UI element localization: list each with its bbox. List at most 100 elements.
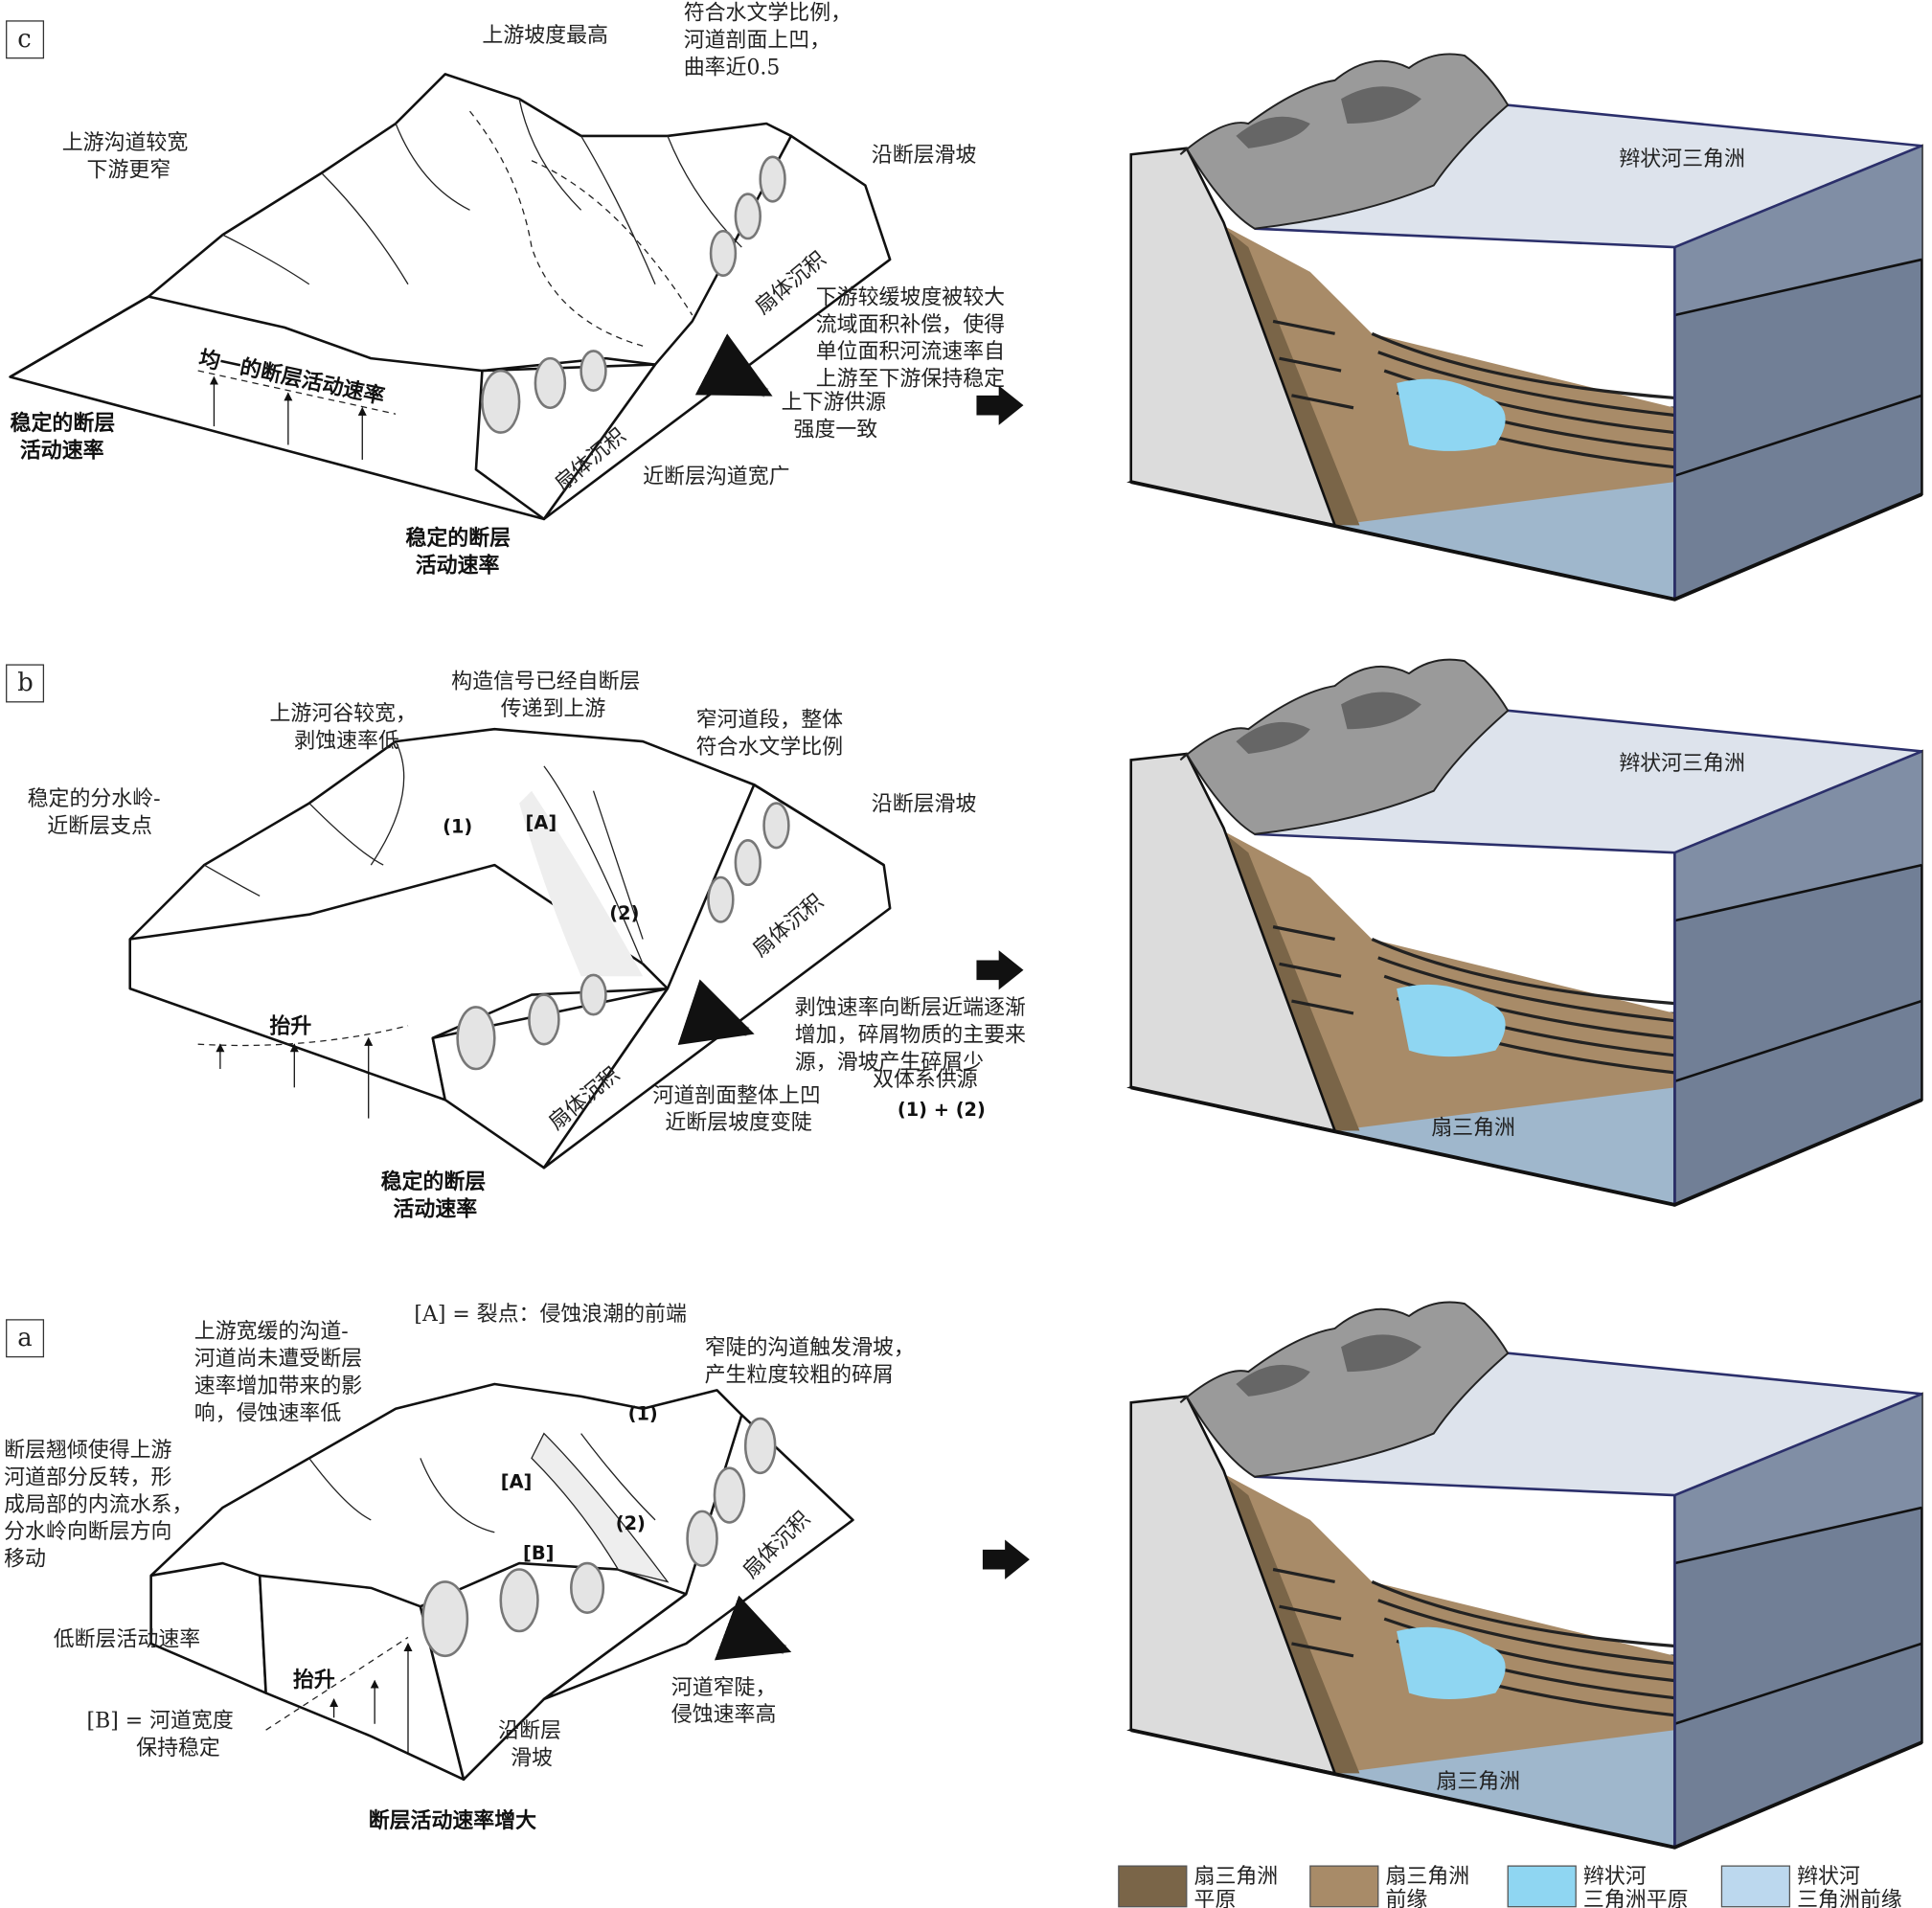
annotation-hydro-1: 符合水文学比例， xyxy=(684,2,852,26)
legend-label: 扇三角洲 xyxy=(1386,1865,1470,1889)
annotation-upstream-1: 上游宽缓的沟道- xyxy=(194,1320,349,1344)
panel-label-box xyxy=(6,1319,45,1358)
annotation-channel-steep-2: 侵蚀速率高 xyxy=(671,1703,777,1727)
annotation-low-rate: 低断层活动速率 xyxy=(54,1627,200,1651)
delta-block-c xyxy=(1128,52,1924,602)
annotation-fault-slide-2: 滑坡 xyxy=(511,1746,553,1770)
annotation-compensation-2: 流域面积补偿，使得 xyxy=(816,313,1005,337)
annotation-dual-2: (1) + (2) xyxy=(898,1099,986,1121)
panel-c: c 上游坡度最高 符合水文学比例， 河道剖面上凹， 曲率近0.5 上游沟道较宽 … xyxy=(6,2,1924,602)
panel-a: a [A] = 裂点：侵蚀浪潮的前端 上游宽缓的沟道- 河道尚未遭受断层 速率增… xyxy=(4,1300,1924,1850)
annotation-hydro-2: 河道剖面上凹， xyxy=(684,29,830,53)
annotation-stable-rate-2: 活动速率 xyxy=(394,1197,478,1222)
legend-label: 三角洲平原 xyxy=(1583,1889,1689,1908)
annotation-divide-2: 近断层支点 xyxy=(47,815,152,839)
annotation-b-def-2: 保持稳定 xyxy=(136,1737,220,1760)
legend-swatch xyxy=(1720,1865,1791,1908)
annotation-tilt-1: 断层翘倾使得上游 xyxy=(4,1439,171,1463)
annotation-stable-rate-left-2: 活动速率 xyxy=(20,438,104,463)
annotation-rate-increase: 断层活动速率增大 xyxy=(369,1808,536,1833)
annotation-steep-2: 产生粒度较粗的碎屑 xyxy=(705,1363,894,1387)
annotation-hydro-3: 曲率近0.5 xyxy=(684,56,781,80)
annotation-steep-1: 窄陡的沟道触发滑坡， xyxy=(705,1336,915,1360)
block-label-fan-delta: 扇三角洲 xyxy=(1431,1116,1515,1140)
legend-label: 平原 xyxy=(1194,1889,1237,1908)
annotation-uplift: 抬升 xyxy=(293,1668,335,1692)
panel-label-box xyxy=(6,20,45,59)
annotation-uplift: 抬升 xyxy=(269,1014,311,1039)
annotation-knickpoint: [A] = 裂点：侵蚀浪潮的前端 xyxy=(414,1303,686,1327)
marker-B: [B] xyxy=(523,1542,554,1564)
legend-label: 三角洲前缘 xyxy=(1797,1889,1902,1908)
marker-1: (1) xyxy=(443,816,472,838)
landscape-block-diagram-c xyxy=(9,73,892,521)
legend-swatch xyxy=(1118,1865,1188,1908)
legend-label: 前缘 xyxy=(1386,1889,1428,1908)
annotation-erosion-2: 增加，碎屑物质的主要来 xyxy=(795,1024,1026,1048)
panel-label: b xyxy=(17,669,34,697)
annotation-upstream-slope: 上游坡度最高 xyxy=(482,24,608,48)
arrow-right-icon xyxy=(982,1539,1030,1579)
annotation-compensation-4: 上游至下游保持稳定 xyxy=(816,368,1005,392)
annotation-supply-1: 上下游供源 xyxy=(782,391,887,415)
annotation-fault-slide: 沿断层滑坡 xyxy=(872,144,977,168)
panel-b: b 构造信号已经自断层 传递到上游 上游河谷较宽， 剥蚀速率低 窄河道段，整体 … xyxy=(6,657,1924,1222)
marker-1: (1) xyxy=(628,1402,658,1424)
annotation-b-def-1: [B] = 河道宽度 xyxy=(87,1710,234,1734)
legend-label: 扇三角洲 xyxy=(1194,1865,1279,1889)
annotation-signal-2: 传递到上游 xyxy=(501,697,606,721)
annotation-tilt-4: 分水岭向断层方向 xyxy=(4,1520,171,1544)
block-label-braided-delta: 辫状河三角洲 xyxy=(1619,752,1745,776)
annotation-stable-rate-1: 稳定的断层 xyxy=(381,1170,487,1194)
annotation-narrow-1: 窄河道段，整体 xyxy=(696,709,844,733)
block-label-braided-delta: 辫状河三角洲 xyxy=(1619,148,1745,171)
panel-label: c xyxy=(17,25,31,54)
annotation-erosion-1: 剥蚀速率向断层近端逐渐 xyxy=(795,996,1026,1020)
marker-2: (2) xyxy=(616,1512,646,1534)
marker-2: (2) xyxy=(609,902,639,924)
legend: 扇三角洲 平原 扇三角洲 前缘 辫状河 三角洲平原 辫状河 三角洲前缘 xyxy=(1118,1865,1902,1908)
marker-A: [A] xyxy=(526,812,557,834)
delta-block-b xyxy=(1128,657,1924,1207)
arrow-right-icon xyxy=(976,385,1024,425)
annotation-erosion-3: 源，滑坡产生碎屑少 xyxy=(795,1051,984,1075)
legend-swatch xyxy=(1309,1865,1379,1908)
delta-block-a xyxy=(1128,1300,1924,1850)
annotation-narrow-2: 符合水文学比例 xyxy=(696,736,843,760)
legend-label: 辫状河 xyxy=(1583,1865,1647,1889)
annotation-upstream-4: 响，侵蚀速率低 xyxy=(194,1401,342,1425)
legend-label: 辫状河 xyxy=(1797,1865,1860,1889)
legend-swatch xyxy=(1507,1865,1577,1908)
annotation-compensation-3: 单位面积河流速率自 xyxy=(816,340,1005,364)
annotation-profile-2: 近断层坡度变陡 xyxy=(665,1111,812,1135)
annotation-tilt-2: 河道部分反转，形 xyxy=(4,1465,171,1489)
arrow-right-icon xyxy=(976,950,1024,990)
annotation-compensation-1: 下游较缓坡度被较大 xyxy=(816,285,1005,309)
annotation-upstream-valley-2: 剥蚀速率低 xyxy=(294,730,399,754)
landscape-block-diagram-a xyxy=(149,1382,854,1782)
annotation-stable-rate-bottom-1: 稳定的断层 xyxy=(405,526,511,551)
annotation-fault-slide: 沿断层滑坡 xyxy=(872,792,977,816)
annotation-near-fault: 近断层沟道宽广 xyxy=(643,465,789,488)
block-label-fan-delta: 扇三角洲 xyxy=(1436,1770,1520,1794)
annotation-tilt-3: 成局部的内流水系， xyxy=(4,1493,193,1517)
marker-A: [A] xyxy=(501,1470,533,1492)
annotation-signal-1: 构造信号已经自断层 xyxy=(451,670,640,694)
annotation-upstream-valley-1: 上游河谷较宽， xyxy=(269,702,416,726)
annotation-stable-rate-left-1: 稳定的断层 xyxy=(11,411,116,436)
annotation-upstream-channel-2: 下游更窄 xyxy=(87,158,171,182)
annotation-dual-1: 双体系供源 xyxy=(873,1068,978,1092)
annotation-stable-rate-bottom-2: 活动速率 xyxy=(416,553,500,578)
annotation-upstream-channel-1: 上游沟道较宽 xyxy=(62,131,189,155)
annotation-channel-steep-1: 河道窄陡， xyxy=(671,1676,777,1700)
annotation-supply-2: 强度一致 xyxy=(794,418,878,442)
landscape-block-diagram-b xyxy=(128,727,892,1170)
annotation-divide-1: 稳定的分水岭- xyxy=(28,787,161,811)
panel-label-box xyxy=(6,664,45,703)
annotation-upstream-3: 速率增加带来的影 xyxy=(194,1374,362,1398)
panel-label: a xyxy=(17,1324,32,1352)
annotation-tilt-5: 移动 xyxy=(4,1548,46,1572)
annotation-fault-slide-1: 沿断层 xyxy=(498,1719,561,1743)
annotation-upstream-2: 河道尚未遭受断层 xyxy=(194,1348,362,1372)
